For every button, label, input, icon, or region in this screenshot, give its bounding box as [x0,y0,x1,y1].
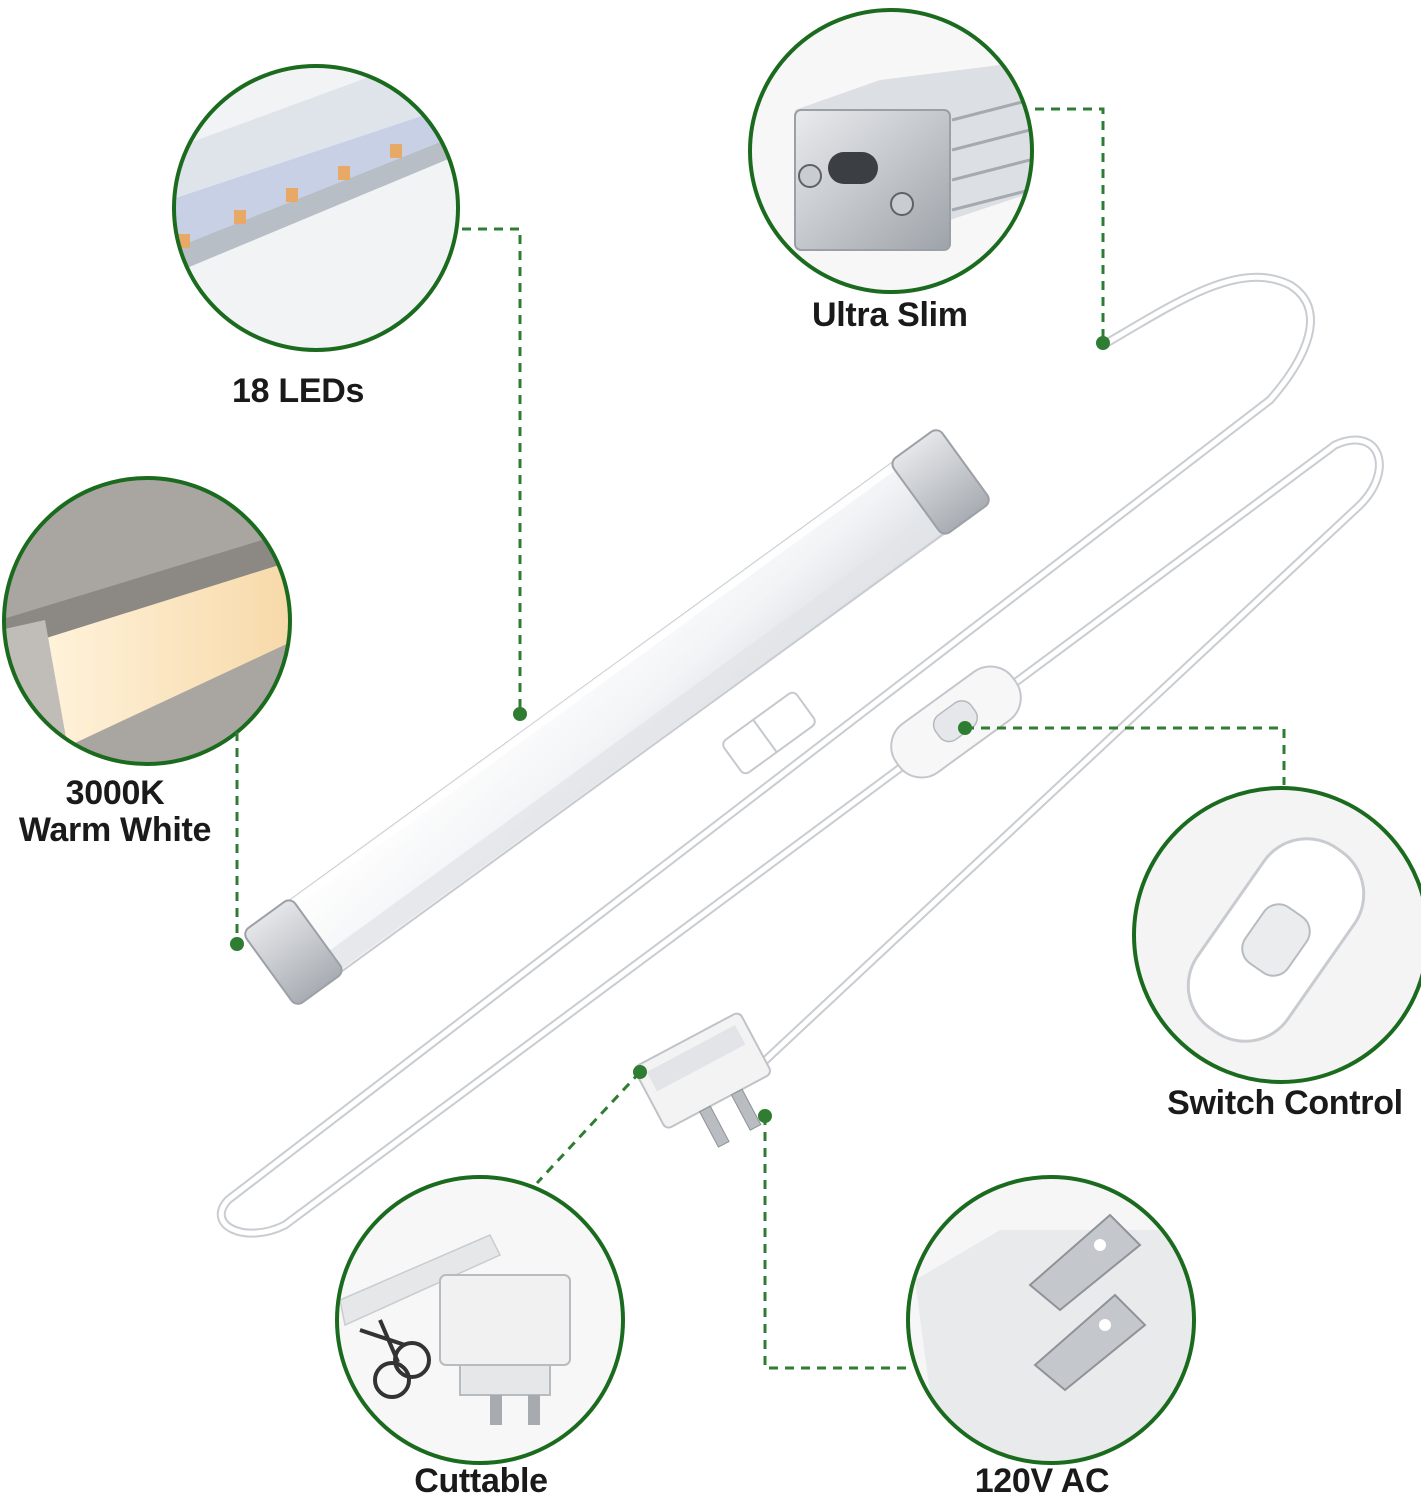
color-temp-value: 3000K [65,774,165,812]
callout-dots [230,336,1110,1123]
color-temp-label: 3000K Warm White [12,775,218,848]
leds-detail-circle [172,64,460,352]
switch-detail-circle [1132,786,1421,1084]
plug [634,1012,771,1148]
leds-label: 18 LEDs [232,372,365,410]
cuttable-label: Cuttable [414,1462,548,1500]
switch-label: Switch Control [1167,1084,1403,1122]
power-cord-highlight [218,274,1382,1236]
inline-switch [890,665,1022,779]
warm-white-detail-circle [2,476,292,766]
slim-label: Ultra Slim [812,296,968,334]
color-temp-name: Warm White [18,810,212,849]
cuttable-detail-circle [335,1175,625,1465]
callout-lines [235,107,1286,1370]
voltage-label: 120V AC [974,1462,1110,1500]
light-bar [244,429,990,1005]
plug-detail-circle [906,1175,1196,1465]
slim-detail-circle [748,8,1034,294]
inline-connector [722,691,816,775]
